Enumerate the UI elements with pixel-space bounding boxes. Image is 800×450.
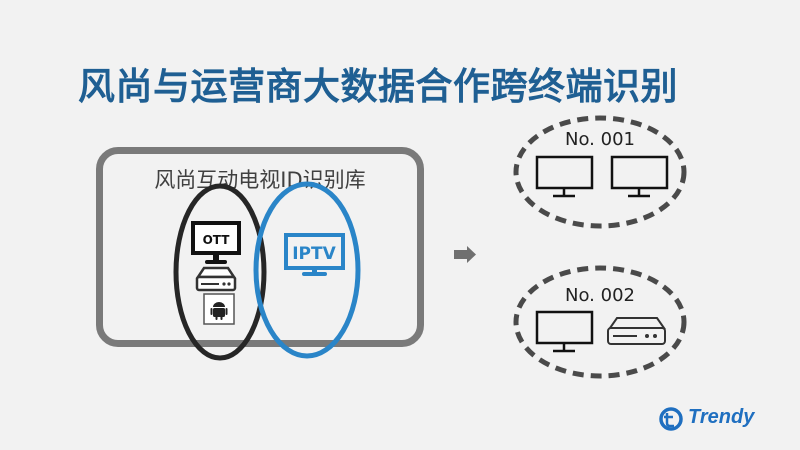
iptv-screen-label: IPTV (292, 244, 336, 264)
group-002-label: No. 002 (565, 285, 635, 306)
id-database-label: 风尚互动电视ID识别库 (154, 168, 366, 192)
monitor-icon (535, 310, 594, 353)
right-arrow-icon (454, 246, 476, 263)
set-top-box-icon (607, 317, 666, 345)
monitor-icon (535, 155, 594, 198)
trendy-logo: Trendy (658, 406, 754, 429)
ott-set-ellipse (173, 183, 267, 361)
logo-text: Trendy (688, 406, 755, 428)
ott-monitor-icon (191, 221, 241, 264)
group-001-label: No. 001 (565, 129, 635, 150)
iptv-set-ellipse (253, 181, 361, 359)
slide-title: 风尚与运营商大数据合作跨终端识别 (78, 65, 678, 108)
set-top-box-icon (195, 266, 237, 292)
id-database-box: 风尚互动电视ID识别库 (96, 147, 424, 347)
android-icon (203, 293, 235, 325)
group-001-ellipse (513, 115, 687, 229)
iptv-monitor-icon (284, 233, 345, 276)
trendy-logo-icon (659, 407, 683, 431)
group-002-ellipse (513, 265, 687, 379)
monitor-icon (610, 155, 669, 198)
ott-screen-label: OTT (203, 233, 231, 247)
